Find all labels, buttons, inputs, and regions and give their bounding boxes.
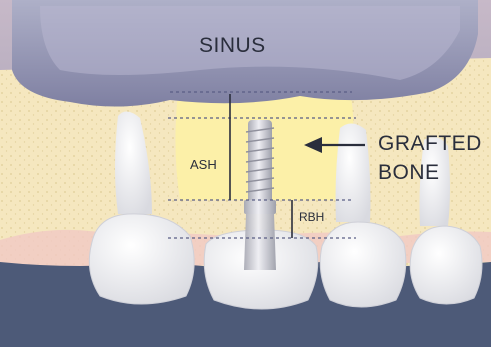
tooth-right-crown — [320, 222, 406, 307]
rbh-label: RBH — [299, 210, 324, 224]
implant — [244, 120, 276, 270]
tooth-right-root — [336, 123, 371, 222]
grafted-bone-label-line1: GRAFTED — [378, 132, 482, 156]
tooth-far-right-crown — [410, 226, 482, 304]
implant-neck — [244, 200, 276, 214]
grafted-bone-label-line2: BONE — [378, 161, 440, 185]
sinus-label: SINUS — [199, 34, 266, 58]
implant-abutment — [244, 214, 276, 270]
ash-label: ASH — [190, 157, 217, 172]
tooth-left-crown — [89, 214, 194, 304]
